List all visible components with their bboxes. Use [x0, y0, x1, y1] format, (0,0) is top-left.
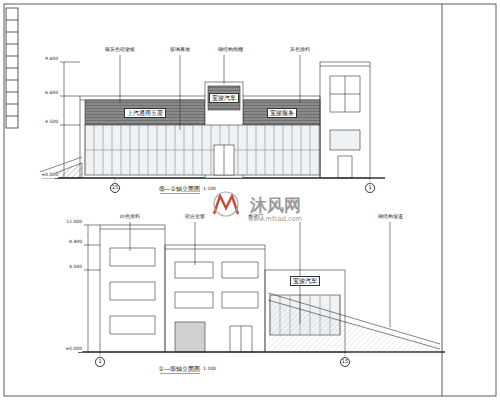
material-note: 玻璃幕墙 — [170, 48, 190, 53]
sign-text: 上汽通用五菱 — [127, 110, 163, 116]
sign-text: 宝骏汽车 — [293, 278, 317, 284]
axis-number: 1 — [368, 185, 371, 191]
material-note: 铝合金窗 — [185, 215, 205, 220]
level-mark: 12.000 — [66, 220, 82, 225]
sign-board: 宝骏服务 — [267, 108, 297, 117]
material-note: 钢结构雨棚 — [218, 48, 243, 53]
material-note: 白色涂料 — [120, 215, 140, 220]
title-underline — [160, 193, 200, 373]
sign-board: 宝骏汽车 — [290, 276, 320, 285]
material-note: 钢结构坡道 — [378, 215, 403, 220]
watermark-logo — [214, 192, 238, 216]
level-mark: 4.500 — [69, 265, 82, 270]
material-note: 银灰色铝塑板 — [105, 48, 135, 53]
sign-board: 上汽通用五菱 — [124, 108, 166, 117]
view-title: ⑮—①轴立面图 — [159, 186, 200, 193]
scale: 1:100 — [203, 367, 216, 372]
axis-number: 1 — [98, 359, 101, 365]
sign-text: 宝骏汽车 — [212, 95, 236, 101]
axis-number: 15 — [112, 185, 118, 191]
axis-number: 15 — [342, 359, 348, 365]
watermark: www.mfcad.com — [248, 216, 302, 223]
front-elevation — [40, 55, 385, 182]
view-title: ①—⑮轴立面图 — [159, 366, 200, 373]
scale: 1:100 — [203, 187, 216, 192]
axis-bubble: 15 — [110, 183, 120, 193]
level-mark: ±0.000 — [41, 173, 58, 178]
sign-board: 宝骏汽车 — [209, 93, 239, 102]
level-mark: 6.600 — [45, 91, 58, 96]
level-mark: 9.600 — [45, 57, 58, 62]
material-note: 灰色涂料 — [290, 48, 310, 53]
level-mark: 8.400 — [69, 240, 82, 245]
axis-bubble: 15 — [340, 357, 350, 367]
rear-elevation — [78, 222, 445, 356]
watermark: 沐风网 — [250, 196, 301, 215]
axis-bubble: 1 — [365, 183, 375, 193]
axis-bubble: 1 — [95, 357, 105, 367]
sheet-frame — [4, 4, 496, 396]
level-mark: 4.500 — [45, 120, 58, 125]
sign-text: 宝骏服务 — [270, 110, 294, 116]
level-mark: ±0.000 — [65, 347, 82, 352]
